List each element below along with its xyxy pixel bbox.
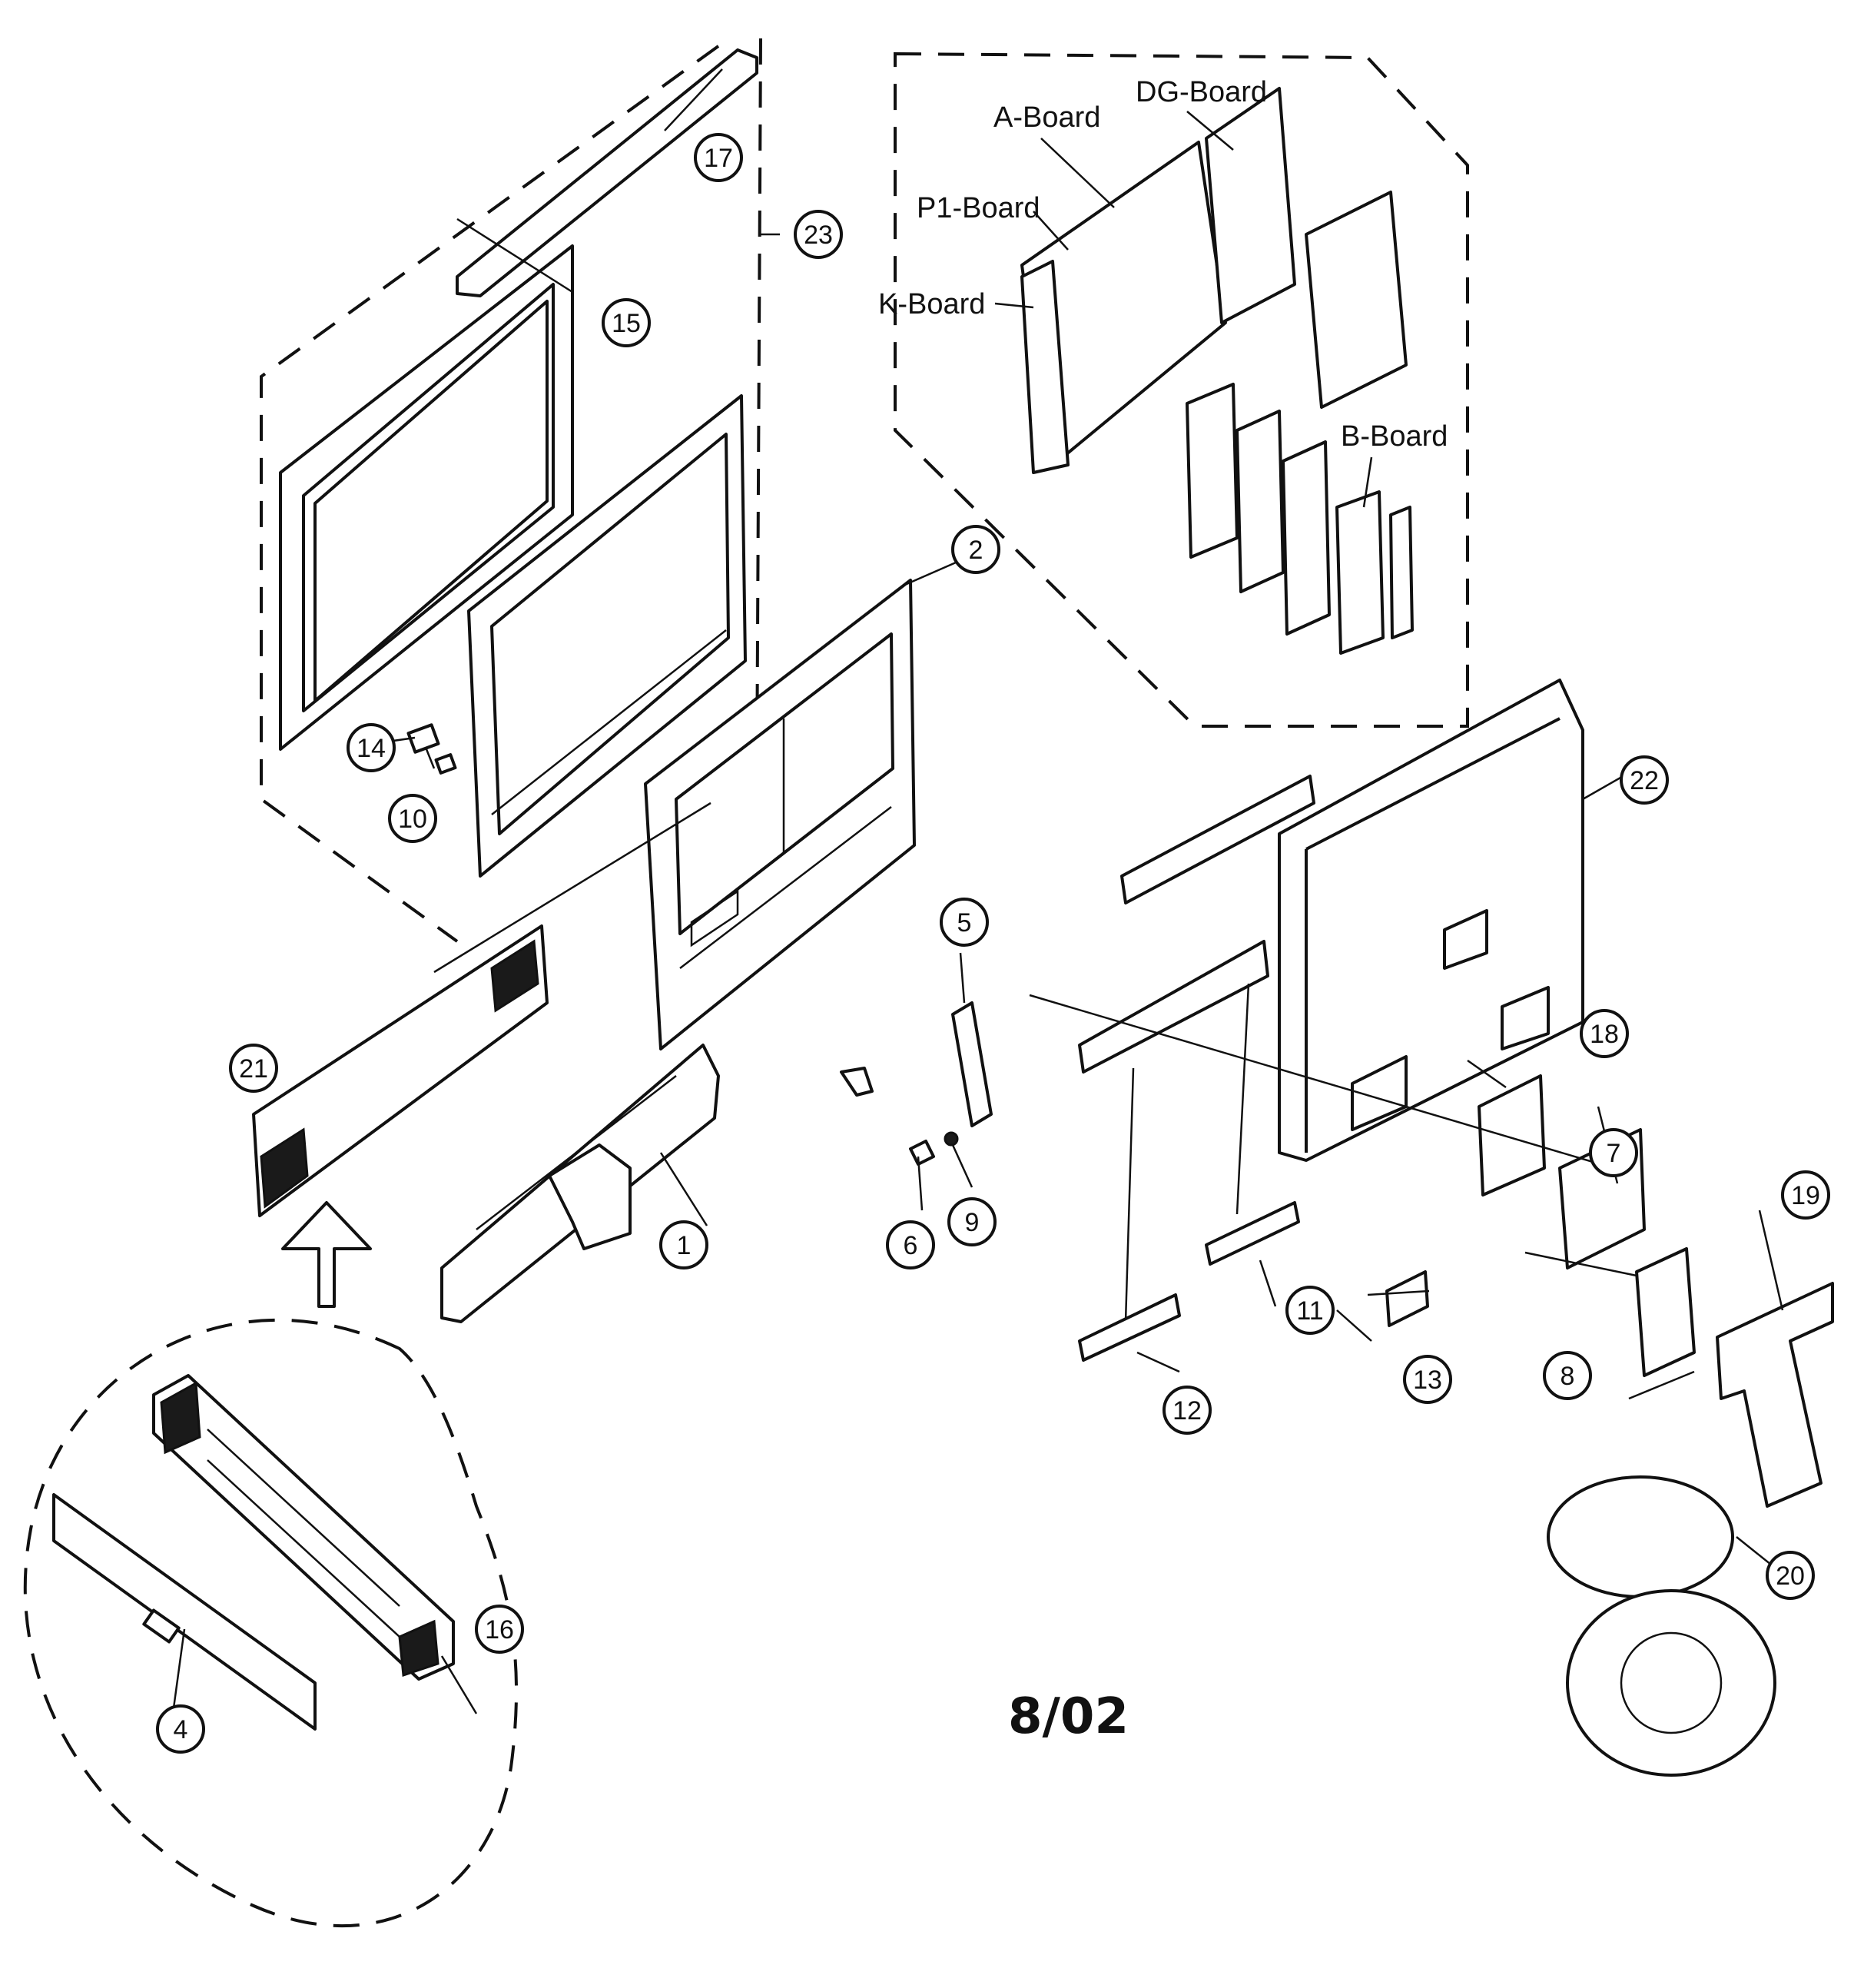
callout-number: 1	[677, 1231, 692, 1260]
part-22-rear-cover	[1278, 679, 1584, 1162]
dashed-boundary-grille-detail	[23, 1319, 518, 1927]
date-mark: 8/02	[1008, 1688, 1129, 1745]
callout-12: 12	[1163, 1386, 1212, 1435]
part-4-panel	[52, 1493, 317, 1731]
part-8-hinge	[1635, 1247, 1696, 1377]
callout-7: 7	[1589, 1128, 1638, 1177]
part-4-badge	[142, 1608, 181, 1644]
callout-2: 2	[951, 525, 1000, 574]
callout-number: 5	[957, 908, 972, 938]
lcd-panel-frame	[467, 394, 747, 878]
callout-19: 19	[1781, 1170, 1830, 1220]
part-13-block	[1385, 1270, 1429, 1327]
callout-21: 21	[229, 1044, 278, 1093]
up-arrow	[281, 1201, 372, 1308]
board-label-a: A-Board	[993, 101, 1100, 134]
callout-23: 23	[794, 210, 843, 259]
callout-number: 19	[1791, 1181, 1820, 1210]
callout-8: 8	[1543, 1351, 1592, 1400]
callout-6: 6	[886, 1220, 935, 1269]
connector-strip-lower	[1078, 940, 1269, 1074]
board-label-dg: DG-Board	[1136, 76, 1267, 108]
dashed-boundary-boards	[894, 51, 1469, 728]
callout-number: 6	[904, 1231, 918, 1260]
board-labels: DG-Board A-Board P1-Board K-Board B-Boar…	[878, 76, 1448, 508]
callout-number: 21	[239, 1054, 268, 1084]
callout-10: 10	[388, 794, 437, 843]
part-19-stand-neck	[1716, 1282, 1834, 1508]
part-5-bracket	[951, 1001, 993, 1127]
circuit-boards	[1020, 87, 1414, 655]
part-6-clip	[909, 1140, 935, 1166]
part-11-plate	[1205, 1201, 1300, 1266]
part-20-stand-base-ring	[1566, 1589, 1776, 1777]
callout-11: 11	[1285, 1286, 1335, 1335]
callout-number: 18	[1590, 1020, 1619, 1049]
part-18-bracket	[1478, 1074, 1546, 1196]
part-14-clip	[406, 723, 440, 754]
callout-number: 23	[804, 221, 833, 250]
callout-number: 4	[174, 1715, 188, 1744]
callout-number: 14	[357, 734, 386, 763]
callout-number: 15	[612, 309, 641, 338]
callout-16: 16	[475, 1605, 524, 1654]
callout-number: 8	[1561, 1362, 1575, 1391]
callout-20: 20	[1766, 1551, 1815, 1600]
part-1-base-cover	[440, 1044, 720, 1323]
part-2-chassis	[644, 579, 916, 1050]
part-20-stand-base	[1547, 1475, 1734, 1598]
part-10-clip	[434, 753, 457, 775]
callout-number: 20	[1776, 1562, 1805, 1591]
callout-5: 5	[940, 898, 989, 947]
callout-18: 18	[1580, 1009, 1629, 1058]
connector-strip-upper	[1120, 775, 1315, 904]
callout-number: 16	[485, 1615, 514, 1644]
callout-number: 22	[1630, 766, 1659, 795]
callout-number: 10	[398, 805, 427, 834]
hook-part	[840, 1067, 874, 1097]
callout-4: 4	[156, 1704, 205, 1754]
callout-22: 22	[1620, 755, 1669, 805]
part-9-screw	[944, 1131, 959, 1147]
callout-number: 9	[965, 1208, 980, 1237]
arrow-line-12	[1124, 1067, 1135, 1323]
callout-number: 7	[1607, 1139, 1621, 1168]
callout-1: 1	[659, 1220, 708, 1269]
callout-number: 2	[969, 536, 983, 565]
callout-15: 15	[602, 298, 651, 347]
part-15-front-bezel	[279, 244, 574, 751]
arrow-line-11	[1235, 983, 1250, 1215]
callout-14: 14	[347, 723, 396, 772]
callout-number: 12	[1172, 1396, 1202, 1425]
callout-13: 13	[1403, 1355, 1452, 1404]
board-label-b: B-Board	[1341, 420, 1448, 453]
callout-number: 17	[704, 144, 733, 173]
dashed-boundary-front-frame	[260, 38, 762, 943]
part-16-grille	[152, 1374, 455, 1681]
callout-number: 11	[1296, 1296, 1323, 1326]
part-21-grille-bar	[252, 924, 549, 1217]
callout-number: 13	[1413, 1366, 1442, 1395]
board-label-p1: P1-Board	[917, 192, 1040, 224]
callout-9: 9	[947, 1197, 997, 1246]
part-12-plate	[1078, 1293, 1181, 1362]
callout-17: 17	[694, 133, 743, 182]
board-label-k: K-Board	[878, 288, 985, 320]
